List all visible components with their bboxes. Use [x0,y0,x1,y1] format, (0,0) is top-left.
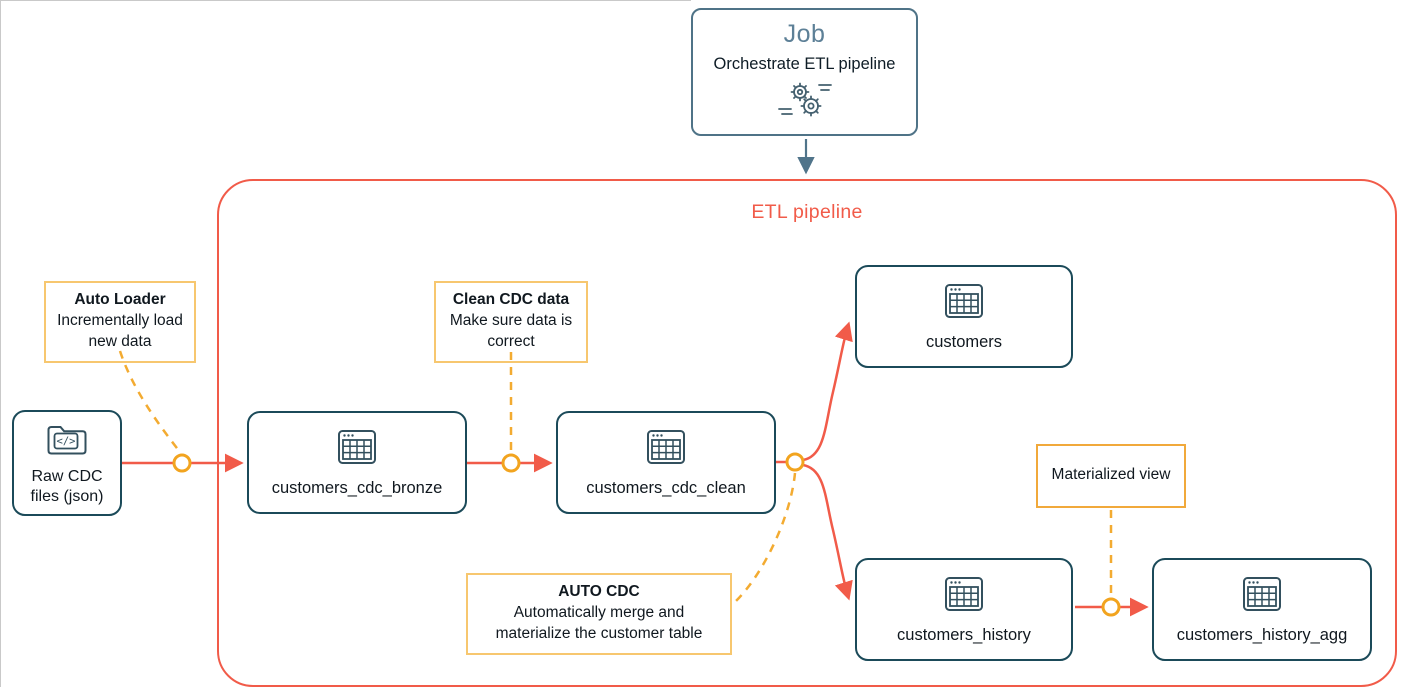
junction-circle-auto-loader [172,453,192,473]
annotation-body: Incrementally load new data [57,311,183,350]
etl-pipeline-container [217,179,1397,687]
raw-cdc-files-node: </> Raw CDC files (json) [12,410,122,516]
annotation-auto-loader: Auto Loader Incrementally load new data [44,281,196,363]
table-node-label: customers_cdc_bronze [271,479,443,497]
annotation-title: AUTO CDC [558,583,640,600]
annotation-clean-cdc-data: Clean CDC data Make sure data is correct [434,281,588,363]
annotation-title: Auto Loader [74,291,166,308]
table-node-customers-cdc-clean: customers_cdc_clean [556,411,776,514]
table-icon [645,429,687,470]
source-label: Raw CDC files (json) [31,467,104,507]
table-node-customers-history-agg: customers_history_agg [1152,558,1372,661]
table-icon [943,283,985,324]
table-node-customers: customers [855,265,1073,368]
folder-code-icon: </> [43,420,91,463]
job-subtitle: Orchestrate ETL pipeline [713,55,896,73]
annotation-body: Make sure data is correct [449,311,573,350]
source-label-line2: files (json) [30,487,104,505]
table-node-customers-history: customers_history [855,558,1073,661]
annotation-materialized-view: Materialized view [1036,444,1186,508]
screenshot-top-edge [0,0,691,1]
table-icon [943,576,985,617]
table-icon [336,429,378,470]
screenshot-left-edge [0,0,1,687]
table-node-customers-cdc-bronze: customers_cdc_bronze [247,411,467,514]
job-node: Job Orchestrate ETL pipeline [691,8,918,136]
svg-text:</>: </> [57,435,76,447]
job-title: Job [783,20,826,48]
annotation-title: Clean CDC data [452,291,570,308]
table-node-label: customers [925,333,1003,351]
annotation-body: Automatically merge and materialize the … [495,603,703,642]
gears-icon [777,80,833,127]
etl-pipeline-title: ETL pipeline [751,201,863,223]
annotation-auto-cdc: AUTO CDC Automatically merge and materia… [466,573,732,655]
dashed-link-auto-loader [118,350,181,453]
table-node-label: customers_cdc_clean [586,479,746,497]
table-node-label: customers_history_agg [1176,626,1348,644]
table-icon [1241,576,1283,617]
table-node-label: customers_history [897,626,1031,644]
annotation-title: Materialized view [1051,466,1171,484]
source-label-line1: Raw CDC [31,467,103,485]
